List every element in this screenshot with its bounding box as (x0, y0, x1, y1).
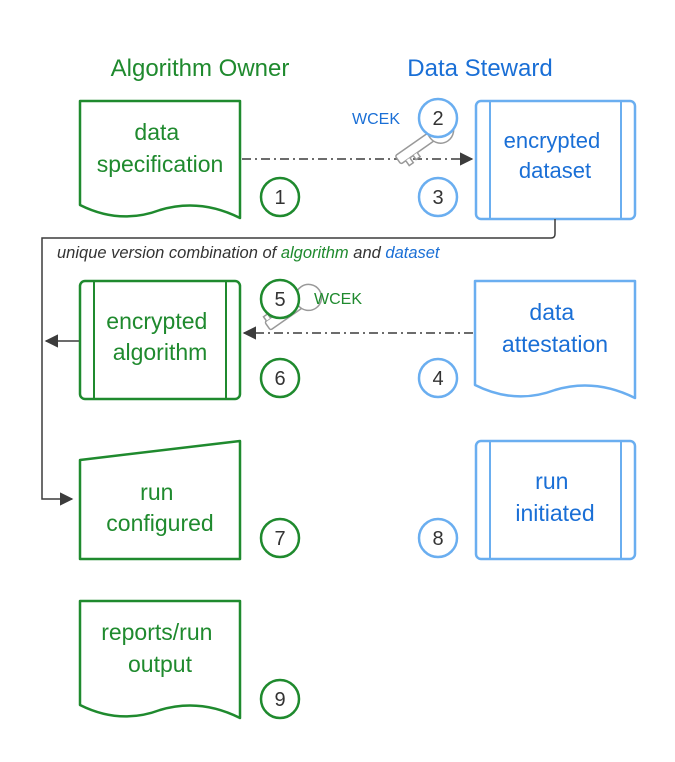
step-5-circle (259, 278, 301, 320)
column-heading-algorithm-owner: Algorithm Owner (111, 55, 290, 82)
step-4-circle (417, 357, 459, 399)
run-initiated-label: run initiated (515, 468, 594, 526)
step-9-circle (259, 678, 301, 720)
step-2-number: 2 (432, 108, 443, 130)
step-5-number: 5 (274, 289, 285, 311)
data-attestation-shape (473, 279, 637, 400)
column-heading-data-steward: Data Steward (407, 55, 552, 82)
encrypted-algorithm-label: encrypted algorithm (106, 308, 213, 365)
key-label-top: WCEK (352, 111, 400, 128)
step-8-number: 8 (432, 528, 443, 550)
reports-output-label: reports/run output (101, 619, 219, 677)
step-6-circle (259, 357, 301, 399)
encrypted-algorithm-shape (78, 279, 242, 401)
data-specification-shape (78, 99, 242, 220)
key-label-middle: WCEK (314, 291, 362, 308)
run-configured-label: run configured (106, 479, 213, 536)
step-3-number: 3 (432, 187, 443, 209)
reports-output-shape (78, 599, 242, 720)
data-attestation-label: data attestation (502, 299, 608, 357)
step-3-circle (417, 176, 459, 218)
step-7-number: 7 (274, 528, 285, 550)
version-caption: unique version combination of algorithm … (57, 244, 441, 262)
step-4-number: 4 (432, 368, 443, 390)
run-initiated-shape (474, 439, 637, 561)
step-2-circle (417, 97, 459, 139)
feedback-connector (41, 219, 556, 506)
step-1-circle (259, 176, 301, 218)
encrypted-dataset-label: encrypted dataset (504, 128, 607, 183)
step-1-number: 1 (274, 187, 285, 209)
step-8-circle (417, 517, 459, 559)
data-specification-label: data specification (97, 119, 224, 177)
step-7-circle (259, 517, 301, 559)
step-6-number: 6 (274, 368, 285, 390)
run-configured-shape (78, 439, 242, 561)
step-9-number: 9 (274, 689, 285, 711)
